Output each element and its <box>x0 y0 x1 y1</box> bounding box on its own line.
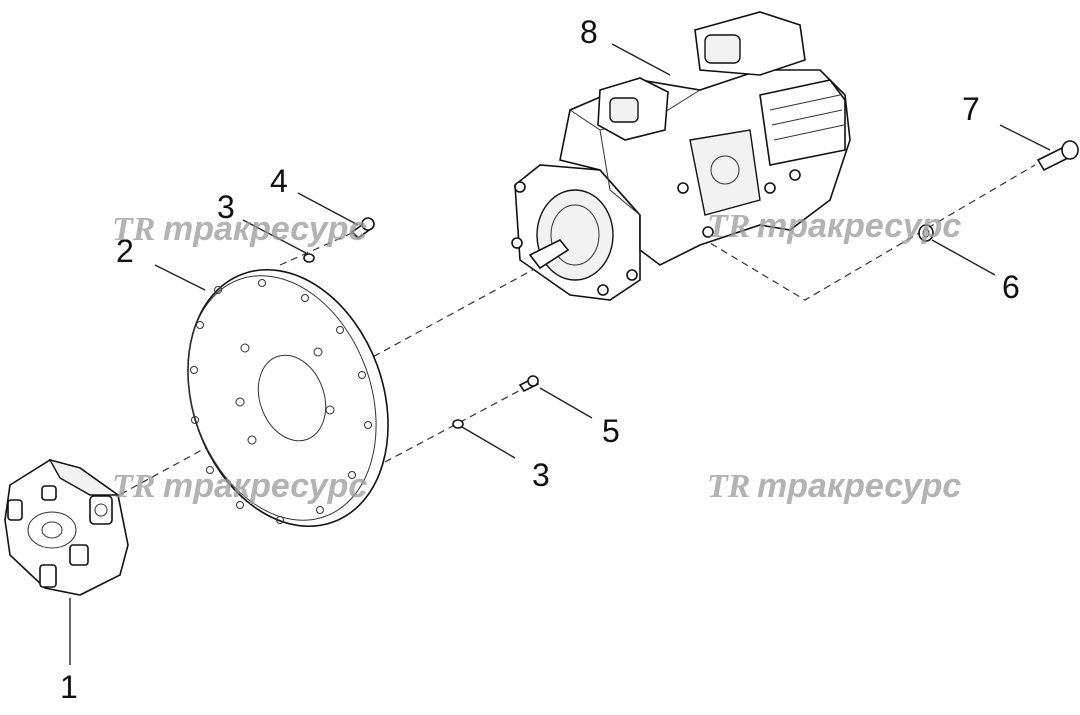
callout-labels: 1 2 3 3 4 5 6 7 8 <box>60 14 1020 705</box>
watermark-text: тракресурс <box>163 467 367 505</box>
callout-5: 5 <box>602 413 620 449</box>
callout-8: 8 <box>580 14 598 50</box>
watermark-logo: TR <box>112 468 155 505</box>
coupling-part <box>4 458 129 596</box>
callout-7: 7 <box>962 91 980 127</box>
watermark-logo: TR <box>112 211 155 248</box>
watermark-text: тракресурс <box>163 210 367 248</box>
watermark-logo: TR <box>707 468 750 505</box>
bolt-parts <box>350 140 1079 393</box>
callout-1: 1 <box>60 669 78 705</box>
flywheel-plate-part <box>187 268 389 528</box>
watermark-text: тракресурс <box>757 207 961 245</box>
callout-3-lower: 3 <box>532 457 550 493</box>
callout-4: 4 <box>270 163 288 199</box>
leader-lines <box>69 43 1051 665</box>
watermark-logo: TR <box>707 208 750 245</box>
watermark-text: тракресурс <box>757 467 961 505</box>
callout-6: 6 <box>1002 269 1020 305</box>
callout-3-upper: 3 <box>217 189 235 225</box>
watermark-top-right: TR тракресурс <box>707 207 961 245</box>
watermark-bottom-left: TR тракресурс <box>112 467 367 505</box>
hydraulic-pump-part <box>511 11 851 301</box>
callout-2: 2 <box>116 233 134 269</box>
watermark-bottom-right: TR тракресурс <box>707 467 961 505</box>
washer-parts <box>303 224 934 429</box>
watermark-top-left: TR тракресурс <box>112 210 367 248</box>
